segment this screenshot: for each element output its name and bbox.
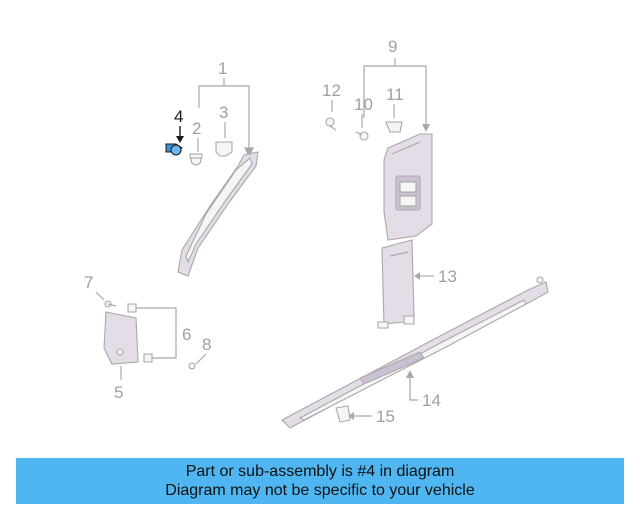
callout-7: 7 xyxy=(84,273,93,292)
callout-9: 9 xyxy=(388,37,397,56)
callout-4: 4 xyxy=(174,107,183,126)
callout-3: 3 xyxy=(219,103,228,122)
clip-11 xyxy=(385,121,403,133)
callout-group-1: 1 2 3 xyxy=(192,59,254,158)
banner-line-2: Diagram may not be specific to your vehi… xyxy=(165,482,475,499)
callout-14: 14 xyxy=(422,391,441,410)
clip-12 xyxy=(325,117,337,131)
b-pillar-lower-trim xyxy=(377,239,415,329)
info-banner: Part or sub-assembly is #4 in diagram Di… xyxy=(16,458,624,504)
scuff-plate xyxy=(281,276,549,429)
callout-13: 13 xyxy=(438,267,457,286)
clip-2 xyxy=(189,153,203,166)
callout-8: 8 xyxy=(202,335,211,354)
banner-line-1: Part or sub-assembly is #4 in diagram xyxy=(185,463,455,480)
clip-15 xyxy=(335,405,351,423)
ring-8 xyxy=(188,362,196,370)
clip-3 xyxy=(215,141,233,157)
screw-10 xyxy=(355,131,369,141)
kick-panel xyxy=(103,311,139,365)
callout-2: 2 xyxy=(192,119,201,138)
screw-4-highlighted xyxy=(165,143,183,156)
callout-5: 5 xyxy=(114,383,123,402)
clip-6 xyxy=(127,303,153,363)
callout-group-4: 4 xyxy=(174,107,184,143)
callout-11: 11 xyxy=(386,85,404,104)
callout-group-14-15: 14 15 xyxy=(348,370,441,426)
callout-12: 12 xyxy=(322,81,341,100)
callout-6: 6 xyxy=(182,325,191,344)
a-pillar-trim xyxy=(177,151,259,277)
callout-10: 10 xyxy=(354,95,373,114)
callout-group-5-8: 7 6 8 5 xyxy=(84,273,211,402)
b-pillar-upper-trim xyxy=(383,133,433,241)
screw-7 xyxy=(104,300,117,308)
callout-group-9: 9 10 11 12 xyxy=(322,37,430,132)
callout-1: 1 xyxy=(218,59,227,78)
callout-group-13: 13 xyxy=(414,267,457,286)
callout-15: 15 xyxy=(376,407,395,426)
